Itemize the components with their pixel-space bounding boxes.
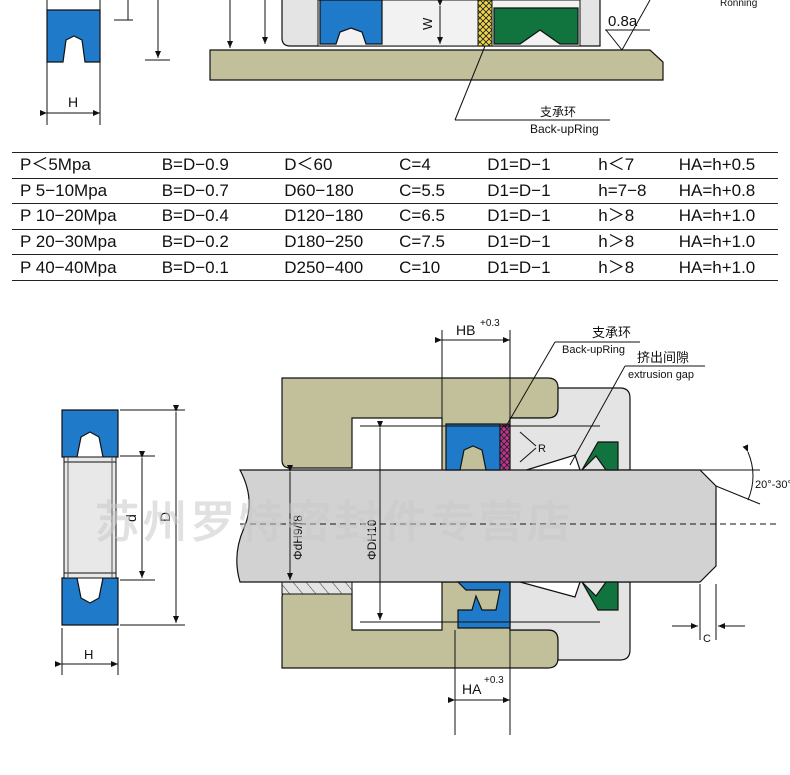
spec-cell: C=10 xyxy=(391,254,480,281)
spec-cell: D60−180 xyxy=(276,178,392,205)
top-u-seal xyxy=(46,9,101,63)
spec-cell: B=D−0.9 xyxy=(153,152,277,179)
extrusion-en: extrusion gap xyxy=(628,369,694,381)
spec-cell: h=7−8 xyxy=(590,178,671,205)
spec-cell: h＞8 xyxy=(590,254,671,281)
spec-cell: C=6.5 xyxy=(391,203,480,230)
spec-cell: HA=h+0.5 xyxy=(670,152,778,179)
top-roughness-label: 0.8a xyxy=(608,13,638,30)
blue-u-seal-lower xyxy=(456,581,511,629)
top-backup-ring xyxy=(477,0,493,47)
hb-label: HB xyxy=(456,322,475,338)
dh-label: ΦdH9/f8 xyxy=(291,515,305,560)
ring-D-label: D xyxy=(157,512,173,522)
spec-cell: D250−400 xyxy=(276,254,392,281)
spec-cell: B=D−0.4 xyxy=(153,203,277,230)
spec-cell: C=4 xyxy=(391,152,480,179)
ring-view-bottom-seal xyxy=(61,577,119,626)
spec-cell: D1=D−1 xyxy=(479,229,591,256)
spec-cell: HA=h+1.0 xyxy=(670,229,778,256)
spec-cell: h＞8 xyxy=(590,229,671,256)
ring-H-label: H xyxy=(84,647,93,662)
top-h-label: H xyxy=(68,94,78,110)
spec-cell: B=D−0.2 xyxy=(153,229,277,256)
green-wiper-lower xyxy=(581,581,619,611)
spec-cell: D1=D−1 xyxy=(479,254,591,281)
spec-cell: P 40−40Mpa xyxy=(12,254,154,281)
spec-cell: h＜7 xyxy=(590,152,671,179)
angle-label: 20°-30° xyxy=(755,479,790,491)
top-partial-label: Ronning xyxy=(720,0,757,9)
ring-d-label: d xyxy=(123,514,139,522)
spec-cell: B=D−0.7 xyxy=(153,178,277,205)
spec-cell: HA=h+1.0 xyxy=(670,203,778,230)
spec-cell: D1=D−1 xyxy=(479,152,591,179)
top-blue-seal xyxy=(319,0,383,45)
spec-cell: h＞8 xyxy=(590,203,671,230)
top-backup-cn: 支承环 xyxy=(540,105,576,119)
ring-view-top-seal xyxy=(61,409,119,458)
c-label: C xyxy=(703,633,711,645)
top-green-seal xyxy=(493,7,579,45)
backup-ring-upper xyxy=(499,423,511,471)
spec-cell: P 20−30Mpa xyxy=(12,229,154,256)
top-rod xyxy=(209,49,664,81)
spec-cell: D120−180 xyxy=(276,203,392,230)
ha-tol: +0.3 xyxy=(484,675,504,686)
ring-view-body xyxy=(63,456,117,579)
bottom-backup-en: Back-upRing xyxy=(562,344,625,356)
spec-cell: D1=D−1 xyxy=(479,203,591,230)
ha-label: HA xyxy=(462,681,482,697)
bottom-backup-cn: 支承环 xyxy=(592,326,631,341)
spec-cell: P 10−20Mpa xyxy=(12,203,154,230)
spec-cell: D＜60 xyxy=(276,152,392,179)
spec-cell: D180−250 xyxy=(276,229,392,256)
spec-cell: D1=D−1 xyxy=(479,178,591,205)
spec-cell: C=5.5 xyxy=(391,178,480,205)
spec-cell: C=7.5 xyxy=(391,229,480,256)
hb-tol: +0.3 xyxy=(480,318,500,329)
spec-cell: B=D−0.1 xyxy=(153,254,277,281)
extrusion-cn: 挤出间隙 xyxy=(637,351,689,366)
top-backup-en: Back-upRing xyxy=(530,122,599,136)
spec-cell: HA=h+1.0 xyxy=(670,254,778,281)
spec-cell: P 5−10Mpa xyxy=(12,178,154,205)
green-wiper-upper xyxy=(581,441,619,471)
spec-cell: HA=h+0.8 xyxy=(670,178,778,205)
DH-label: ΦDH10 xyxy=(365,519,379,560)
r-label: R xyxy=(538,443,546,455)
piston-rod xyxy=(236,469,717,583)
top-w-label: W xyxy=(420,17,435,30)
spec-cell: P＜5Mpa xyxy=(12,152,154,179)
